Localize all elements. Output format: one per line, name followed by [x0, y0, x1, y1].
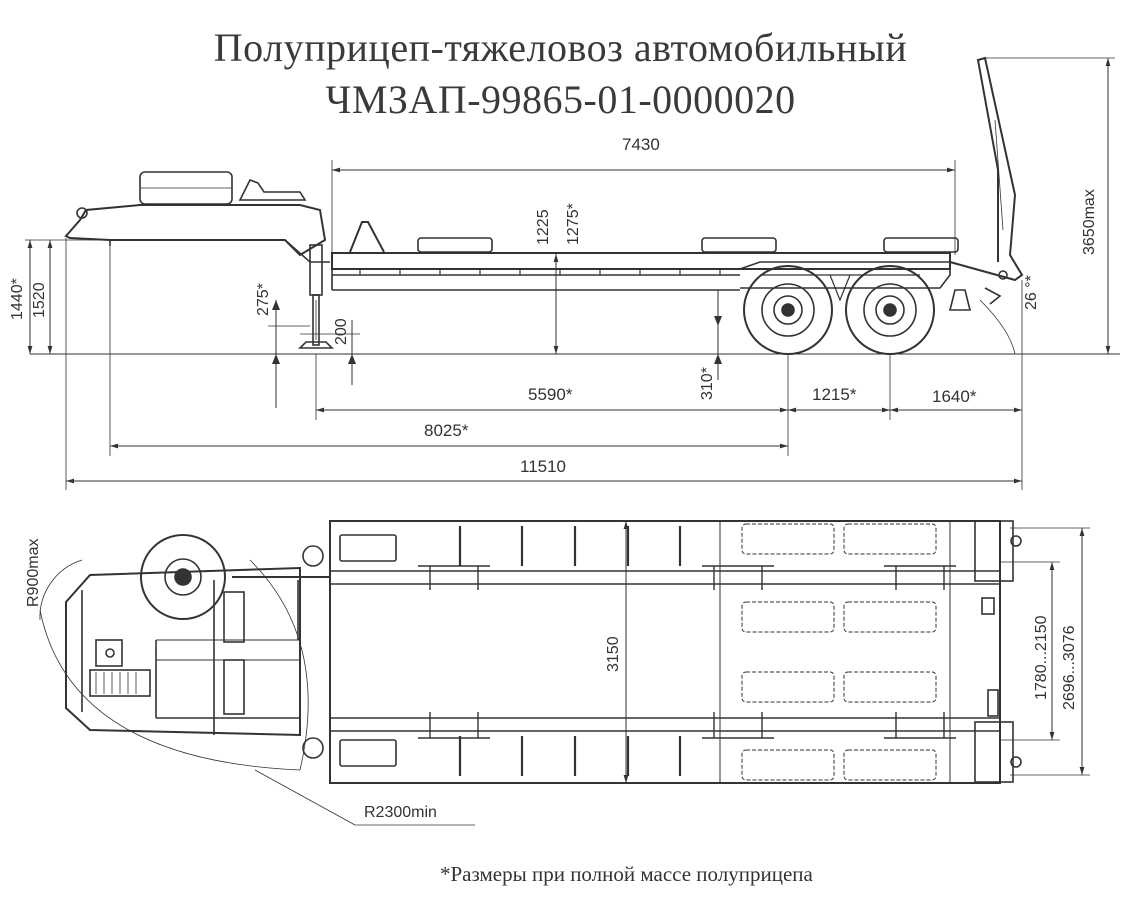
axle-wheels-plan: [741, 523, 937, 781]
dim-1275: 1275*: [565, 203, 582, 245]
dim-3650max: 3650max: [1081, 189, 1098, 255]
dim-1440: 1440*: [9, 278, 26, 320]
deck-plan: [329, 520, 1001, 784]
dim-1780-2150: 1780...2150: [1033, 615, 1050, 700]
dim-11510: 11510: [520, 457, 566, 476]
dim-26deg: 26 °*: [1023, 275, 1040, 310]
dim-3150: 3150: [605, 636, 622, 672]
title-line-1: Полуприцеп-тяжеловоз автомобильный: [213, 25, 908, 70]
dim-7430: 7430: [622, 135, 660, 154]
wheel-front-axle: [743, 265, 833, 355]
gooseneck-plan: [65, 566, 301, 737]
dim-275: 275*: [255, 283, 272, 316]
wheel-rear-axle: [845, 265, 935, 355]
dim-200: 200: [333, 318, 350, 345]
dim-r900max: R900max: [25, 539, 42, 607]
winch: [238, 178, 307, 201]
title-line-2: ЧМЗАП-99865-01-0000020: [325, 77, 796, 122]
rear-ramp: [948, 56, 1024, 311]
dim-310: 310*: [699, 367, 716, 400]
dim-1520: 1520: [31, 282, 48, 318]
drawing-title: Полуприцеп-тяжеловоз автомобильный ЧМЗАП…: [0, 22, 1131, 126]
gooseneck: [64, 204, 327, 257]
dim-1225: 1225: [535, 209, 552, 245]
side-view: [25, 56, 1120, 490]
dim-r2300min: R2300min: [364, 804, 437, 821]
spare-wheel-top: [140, 534, 226, 620]
dim-1215: 1215*: [812, 385, 857, 404]
dim-2696-3076: 2696...3076: [1061, 625, 1078, 710]
footnote: *Размеры при полной массе полуприцепа: [440, 862, 813, 886]
dimension-labels: 7430 3650max 1225 1275* 1440* 1520 275* …: [9, 135, 1098, 821]
dim-1640: 1640*: [932, 387, 977, 406]
top-view: [39, 520, 1090, 826]
support-leg: [298, 244, 334, 349]
dim-8025: 8025*: [424, 421, 469, 440]
main-deck: [331, 221, 959, 291]
dim-5590: 5590*: [528, 385, 573, 404]
